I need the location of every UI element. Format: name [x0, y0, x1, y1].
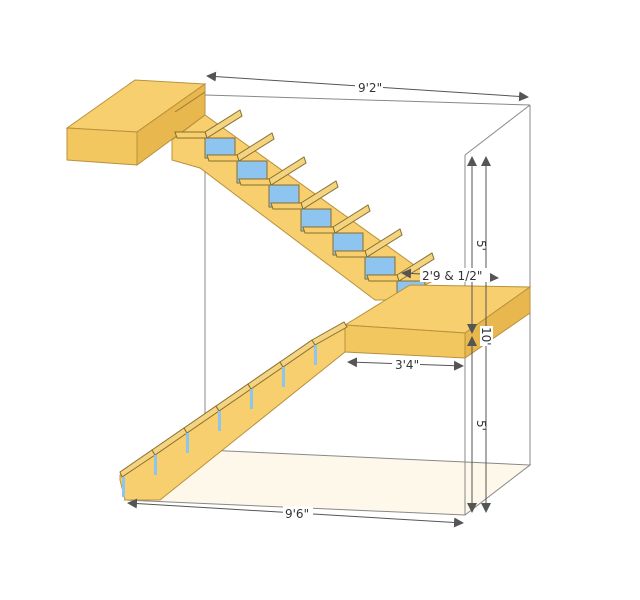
dimension-labels: 9'2" 2'9 & 1/2" 3'4" 9'6" 5' 5' 10' [283, 80, 493, 521]
dim-upper-rise: 5' [474, 240, 488, 251]
lower-flight-steps [119, 321, 348, 497]
dim-lower-rise: 5' [474, 420, 488, 431]
dim-top-width: 9'2" [358, 81, 382, 95]
dim-total-height: 10' [479, 327, 493, 346]
dim-bottom-width: 9'6" [285, 507, 309, 521]
dim-stair-width: 2'9 & 1/2" [422, 269, 482, 283]
dim-landing-depth: 3'4" [395, 358, 419, 372]
upper-flight-steps [174, 109, 435, 302]
